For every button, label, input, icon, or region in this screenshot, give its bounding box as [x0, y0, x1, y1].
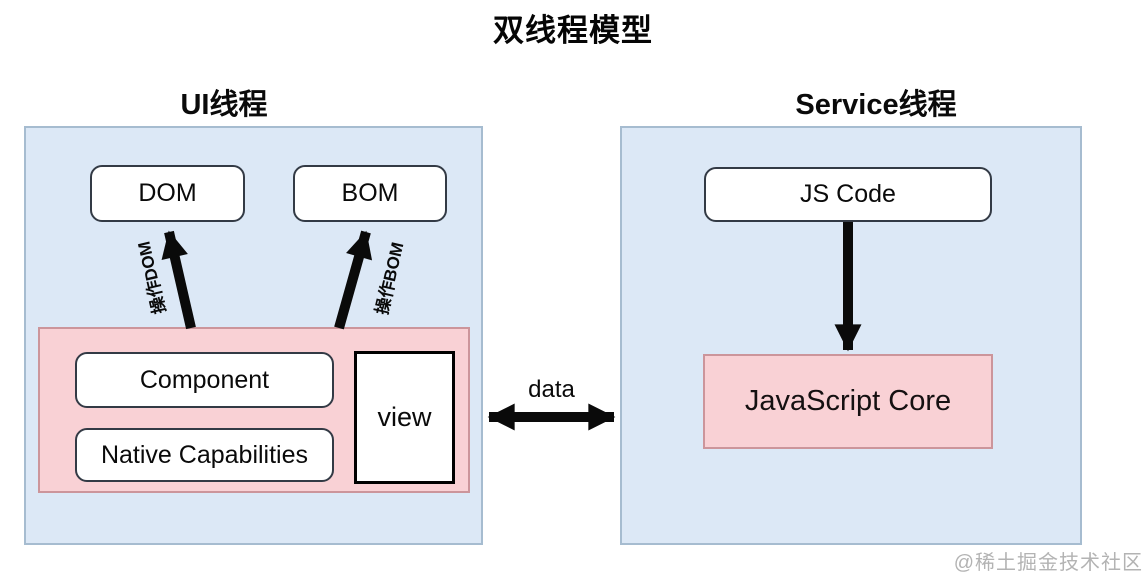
- ui-thread-header: UI线程: [180, 89, 268, 121]
- dom-label: DOM: [138, 179, 197, 207]
- view-box: view: [354, 351, 455, 484]
- service-thread-header: Service线程: [795, 89, 957, 121]
- component-box: Component: [75, 352, 334, 408]
- bom-label: BOM: [341, 179, 399, 207]
- native-capabilities-label: Native Capabilities: [100, 440, 309, 469]
- js-code-box: JS Code: [704, 167, 992, 222]
- view-label: view: [377, 402, 432, 432]
- data-label: data: [528, 376, 575, 403]
- native-capabilities-box: Native Capabilities: [75, 428, 334, 482]
- dom-box: DOM: [90, 165, 245, 222]
- js-code-label: JS Code: [800, 180, 896, 208]
- diagram-title: 双线程模型: [493, 13, 653, 48]
- bom-box: BOM: [293, 165, 447, 222]
- watermark: @稀土掘金技术社区: [953, 552, 1143, 574]
- javascript-core-box: JavaScript Core: [703, 354, 993, 449]
- javascript-core-label: JavaScript Core: [744, 385, 952, 417]
- component-label: Component: [139, 365, 270, 394]
